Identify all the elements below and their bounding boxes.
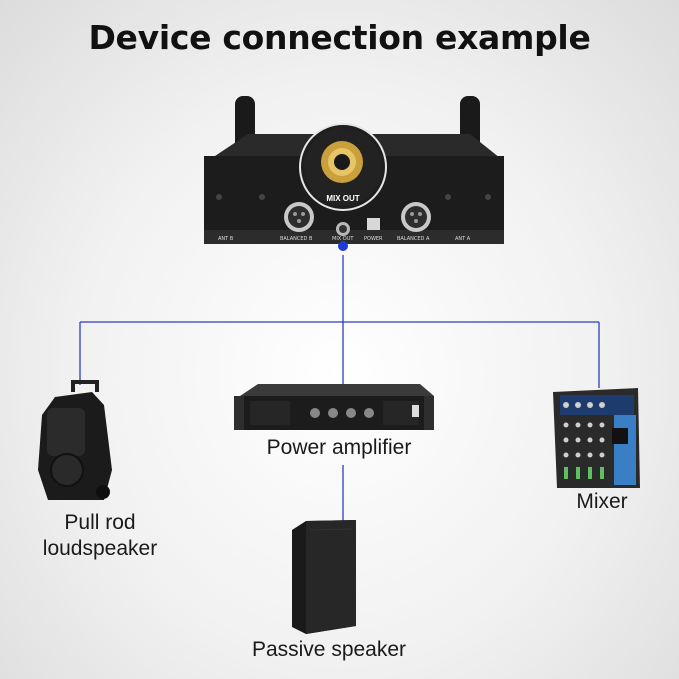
loudspeaker-label-line2: loudspeaker	[42, 537, 158, 560]
panel-label-power: POWER	[364, 236, 383, 242]
power-socket	[367, 218, 380, 230]
amplifier-label: Power amplifier	[266, 436, 412, 459]
panel-label-ant-a: ANT A	[455, 236, 471, 242]
passive-speaker-label: Passive speaker	[251, 638, 407, 661]
xlr-balanced-b	[284, 202, 314, 232]
connection-dot	[338, 241, 348, 251]
mix-out-callout-label: MIX OUT	[326, 194, 359, 203]
panel-label-balanced-b: BALANCED B	[280, 236, 313, 242]
loudspeaker-label-line1: Pull rod	[64, 511, 136, 534]
panel-label-balanced-a: BALANCED A	[397, 236, 430, 242]
xlr-balanced-a	[401, 202, 431, 232]
panel-label-ant-b: ANT B	[218, 236, 234, 242]
loudspeaker-label: Pull rod loudspeaker	[20, 510, 180, 562]
panel-label-mix-out: MIX OUT	[332, 236, 354, 242]
mixer-label: Mixer	[576, 490, 628, 513]
page-title: Device connection example	[88, 18, 591, 57]
mix-out-callout	[299, 123, 387, 211]
